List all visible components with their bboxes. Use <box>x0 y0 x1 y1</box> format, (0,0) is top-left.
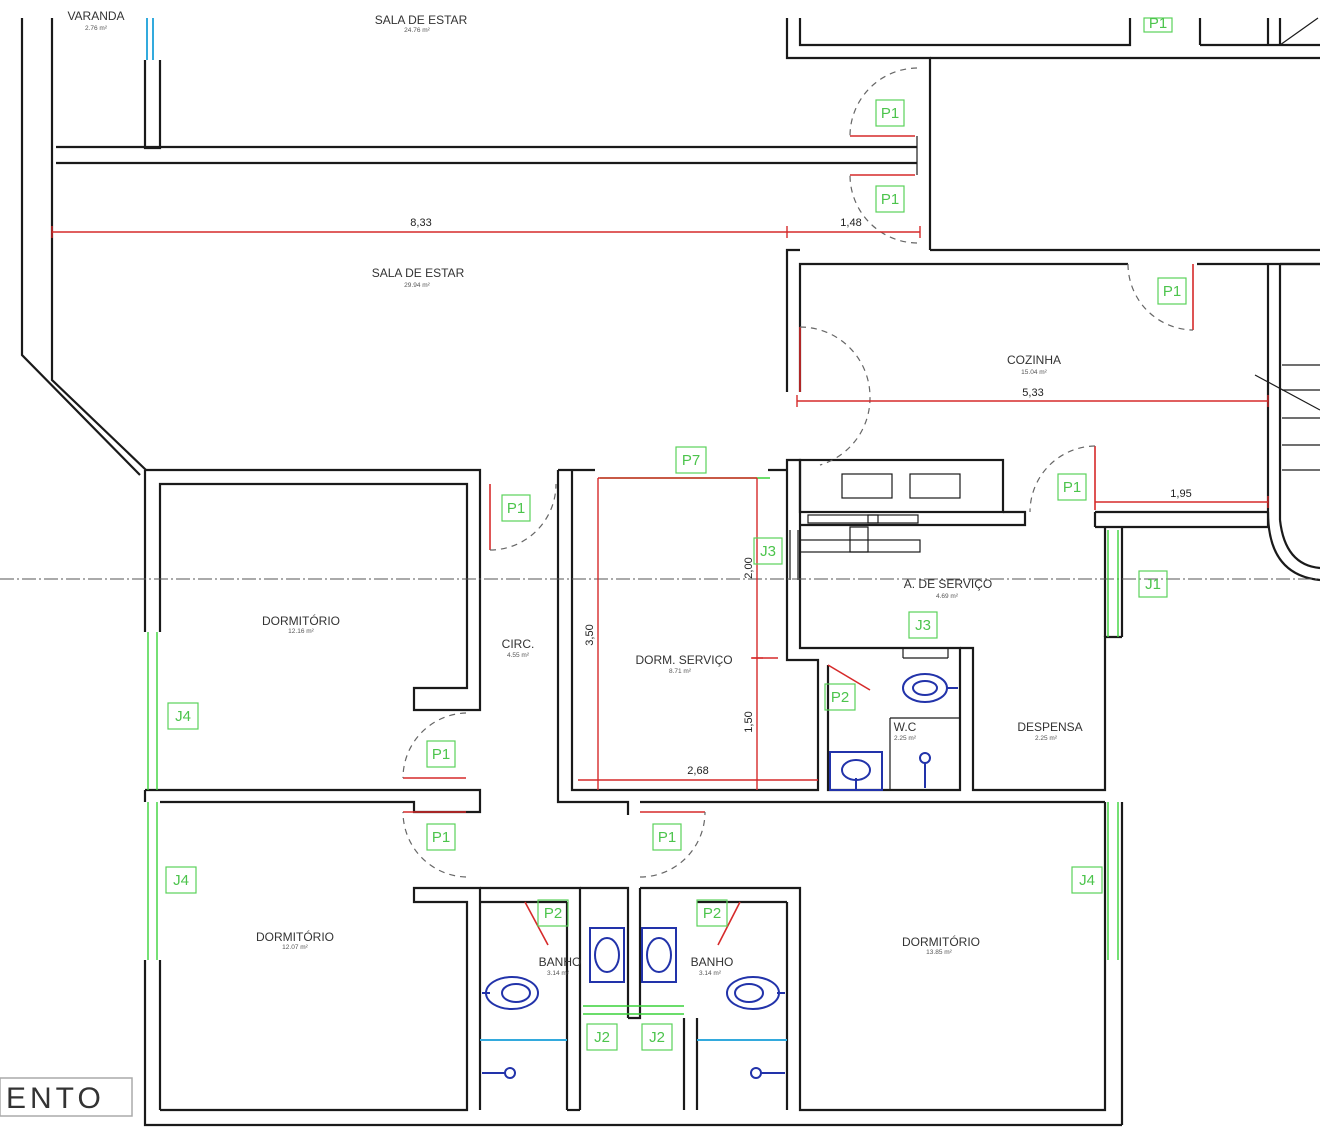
svg-text:J2: J2 <box>594 1029 610 1046</box>
dim-label: 1,50 <box>743 711 755 732</box>
dim-label: 1,95 <box>1170 488 1191 500</box>
room-labels: VARANDA 2.76 m² SALA DE ESTAR 24.76 m² S… <box>67 9 1082 977</box>
door-tag: P1 <box>426 740 456 768</box>
door-tag: P1 <box>1143 15 1173 33</box>
room-name: CIRC. <box>502 637 535 651</box>
door-tag: P2 <box>824 683 856 711</box>
window-tag: J1 <box>1138 570 1168 598</box>
svg-text:P2: P2 <box>544 905 562 922</box>
svg-text:P1: P1 <box>432 829 450 846</box>
room-name: DORMITÓRIO <box>902 934 980 949</box>
svg-text:P1: P1 <box>658 829 676 846</box>
room-area: 2.25 m² <box>894 735 917 742</box>
room-name: W.C <box>894 720 917 734</box>
room-area: 8.71 m² <box>669 668 692 675</box>
room-area: 13.85 m² <box>926 949 952 956</box>
svg-text:J4: J4 <box>1079 872 1095 889</box>
room-area: 24.76 m² <box>404 27 430 34</box>
dim-label: 3,50 <box>584 624 596 645</box>
window-tag: J2 <box>586 1023 618 1051</box>
door-tag: P2 <box>696 899 728 927</box>
window-tag: J2 <box>641 1023 673 1051</box>
door-tag: P7 <box>675 446 707 474</box>
svg-text:P7: P7 <box>682 452 700 469</box>
door-tag: P1 <box>1157 277 1187 305</box>
svg-text:P1: P1 <box>1149 15 1167 32</box>
room-name: SALA DE ESTAR <box>372 266 465 280</box>
svg-text:P1: P1 <box>432 746 450 763</box>
dim-label: 8,33 <box>410 217 431 229</box>
room-area: 12.07 m² <box>282 944 308 951</box>
plan-title-text: ENTO <box>6 1082 105 1115</box>
svg-text:P1: P1 <box>1063 479 1081 496</box>
svg-text:J3: J3 <box>915 617 931 634</box>
room-area: 4.69 m² <box>936 593 959 600</box>
door-tag: P1 <box>1057 473 1087 501</box>
room-name: DORMITÓRIO <box>256 929 334 944</box>
svg-text:P2: P2 <box>703 905 721 922</box>
doors <box>402 67 1194 946</box>
dim-label: 5,33 <box>1022 387 1043 399</box>
svg-text:J2: J2 <box>649 1029 665 1046</box>
room-name: VARANDA <box>67 9 124 23</box>
svg-text:P2: P2 <box>831 689 849 706</box>
svg-text:P1: P1 <box>1163 283 1181 300</box>
svg-text:J4: J4 <box>173 872 189 889</box>
svg-text:P1: P1 <box>881 105 899 122</box>
svg-text:J3: J3 <box>760 543 776 560</box>
window-tag: J3 <box>908 611 938 639</box>
svg-text:J1: J1 <box>1145 576 1161 593</box>
dim-label: 2,00 <box>743 557 755 578</box>
walls <box>0 17 1320 1127</box>
dimension-lines <box>51 226 1269 790</box>
door-tag: P2 <box>537 899 569 927</box>
room-name: DESPENSA <box>1017 720 1082 734</box>
door-tag: P1 <box>875 99 905 127</box>
room-area: 2.76 m² <box>85 25 108 32</box>
svg-text:P1: P1 <box>881 191 899 208</box>
room-name: BANHO <box>539 955 582 969</box>
door-tag: P1 <box>875 185 905 213</box>
room-name: DORM. SERVIÇO <box>635 653 732 667</box>
window-tag: J4 <box>167 702 199 730</box>
room-area: 4.55 m² <box>507 652 530 659</box>
window-tag: J4 <box>1071 866 1103 894</box>
element-tags: P1 P1 P1 P1 P1 P1 P1 P1 P1 P7 J3 J3 J1 P… <box>165 15 1187 1051</box>
room-area: 12.16 m² <box>288 628 314 635</box>
dimension-labels: 8,33 1,48 5,33 1,95 2,00 3,50 1,50 2,68 <box>410 217 1191 777</box>
room-name: BANHO <box>691 955 734 969</box>
plan-title: ENTO <box>0 1077 133 1117</box>
door-tag: P1 <box>501 494 531 522</box>
room-area: 15.04 m² <box>1021 369 1047 376</box>
svg-text:J4: J4 <box>175 708 191 725</box>
dim-label: 1,48 <box>840 217 861 229</box>
room-name: COZINHA <box>1007 353 1061 367</box>
door-tag: P1 <box>426 823 456 851</box>
room-area: 3.14 m² <box>547 970 570 977</box>
room-area: 3.14 m² <box>699 970 722 977</box>
room-area: 2.25 m² <box>1035 735 1058 742</box>
window-tag: J3 <box>753 537 783 565</box>
room-name: SALA DE ESTAR <box>375 13 468 27</box>
room-area: 29.94 m² <box>404 282 430 289</box>
room-name: DORMITÓRIO <box>262 613 340 628</box>
room-name: A. DE SERVIÇO <box>904 577 992 591</box>
fixtures <box>482 673 958 1079</box>
door-tag: P1 <box>652 823 682 851</box>
window-tag: J4 <box>165 866 197 894</box>
dim-label: 2,68 <box>687 765 708 777</box>
svg-text:P1: P1 <box>507 500 525 517</box>
